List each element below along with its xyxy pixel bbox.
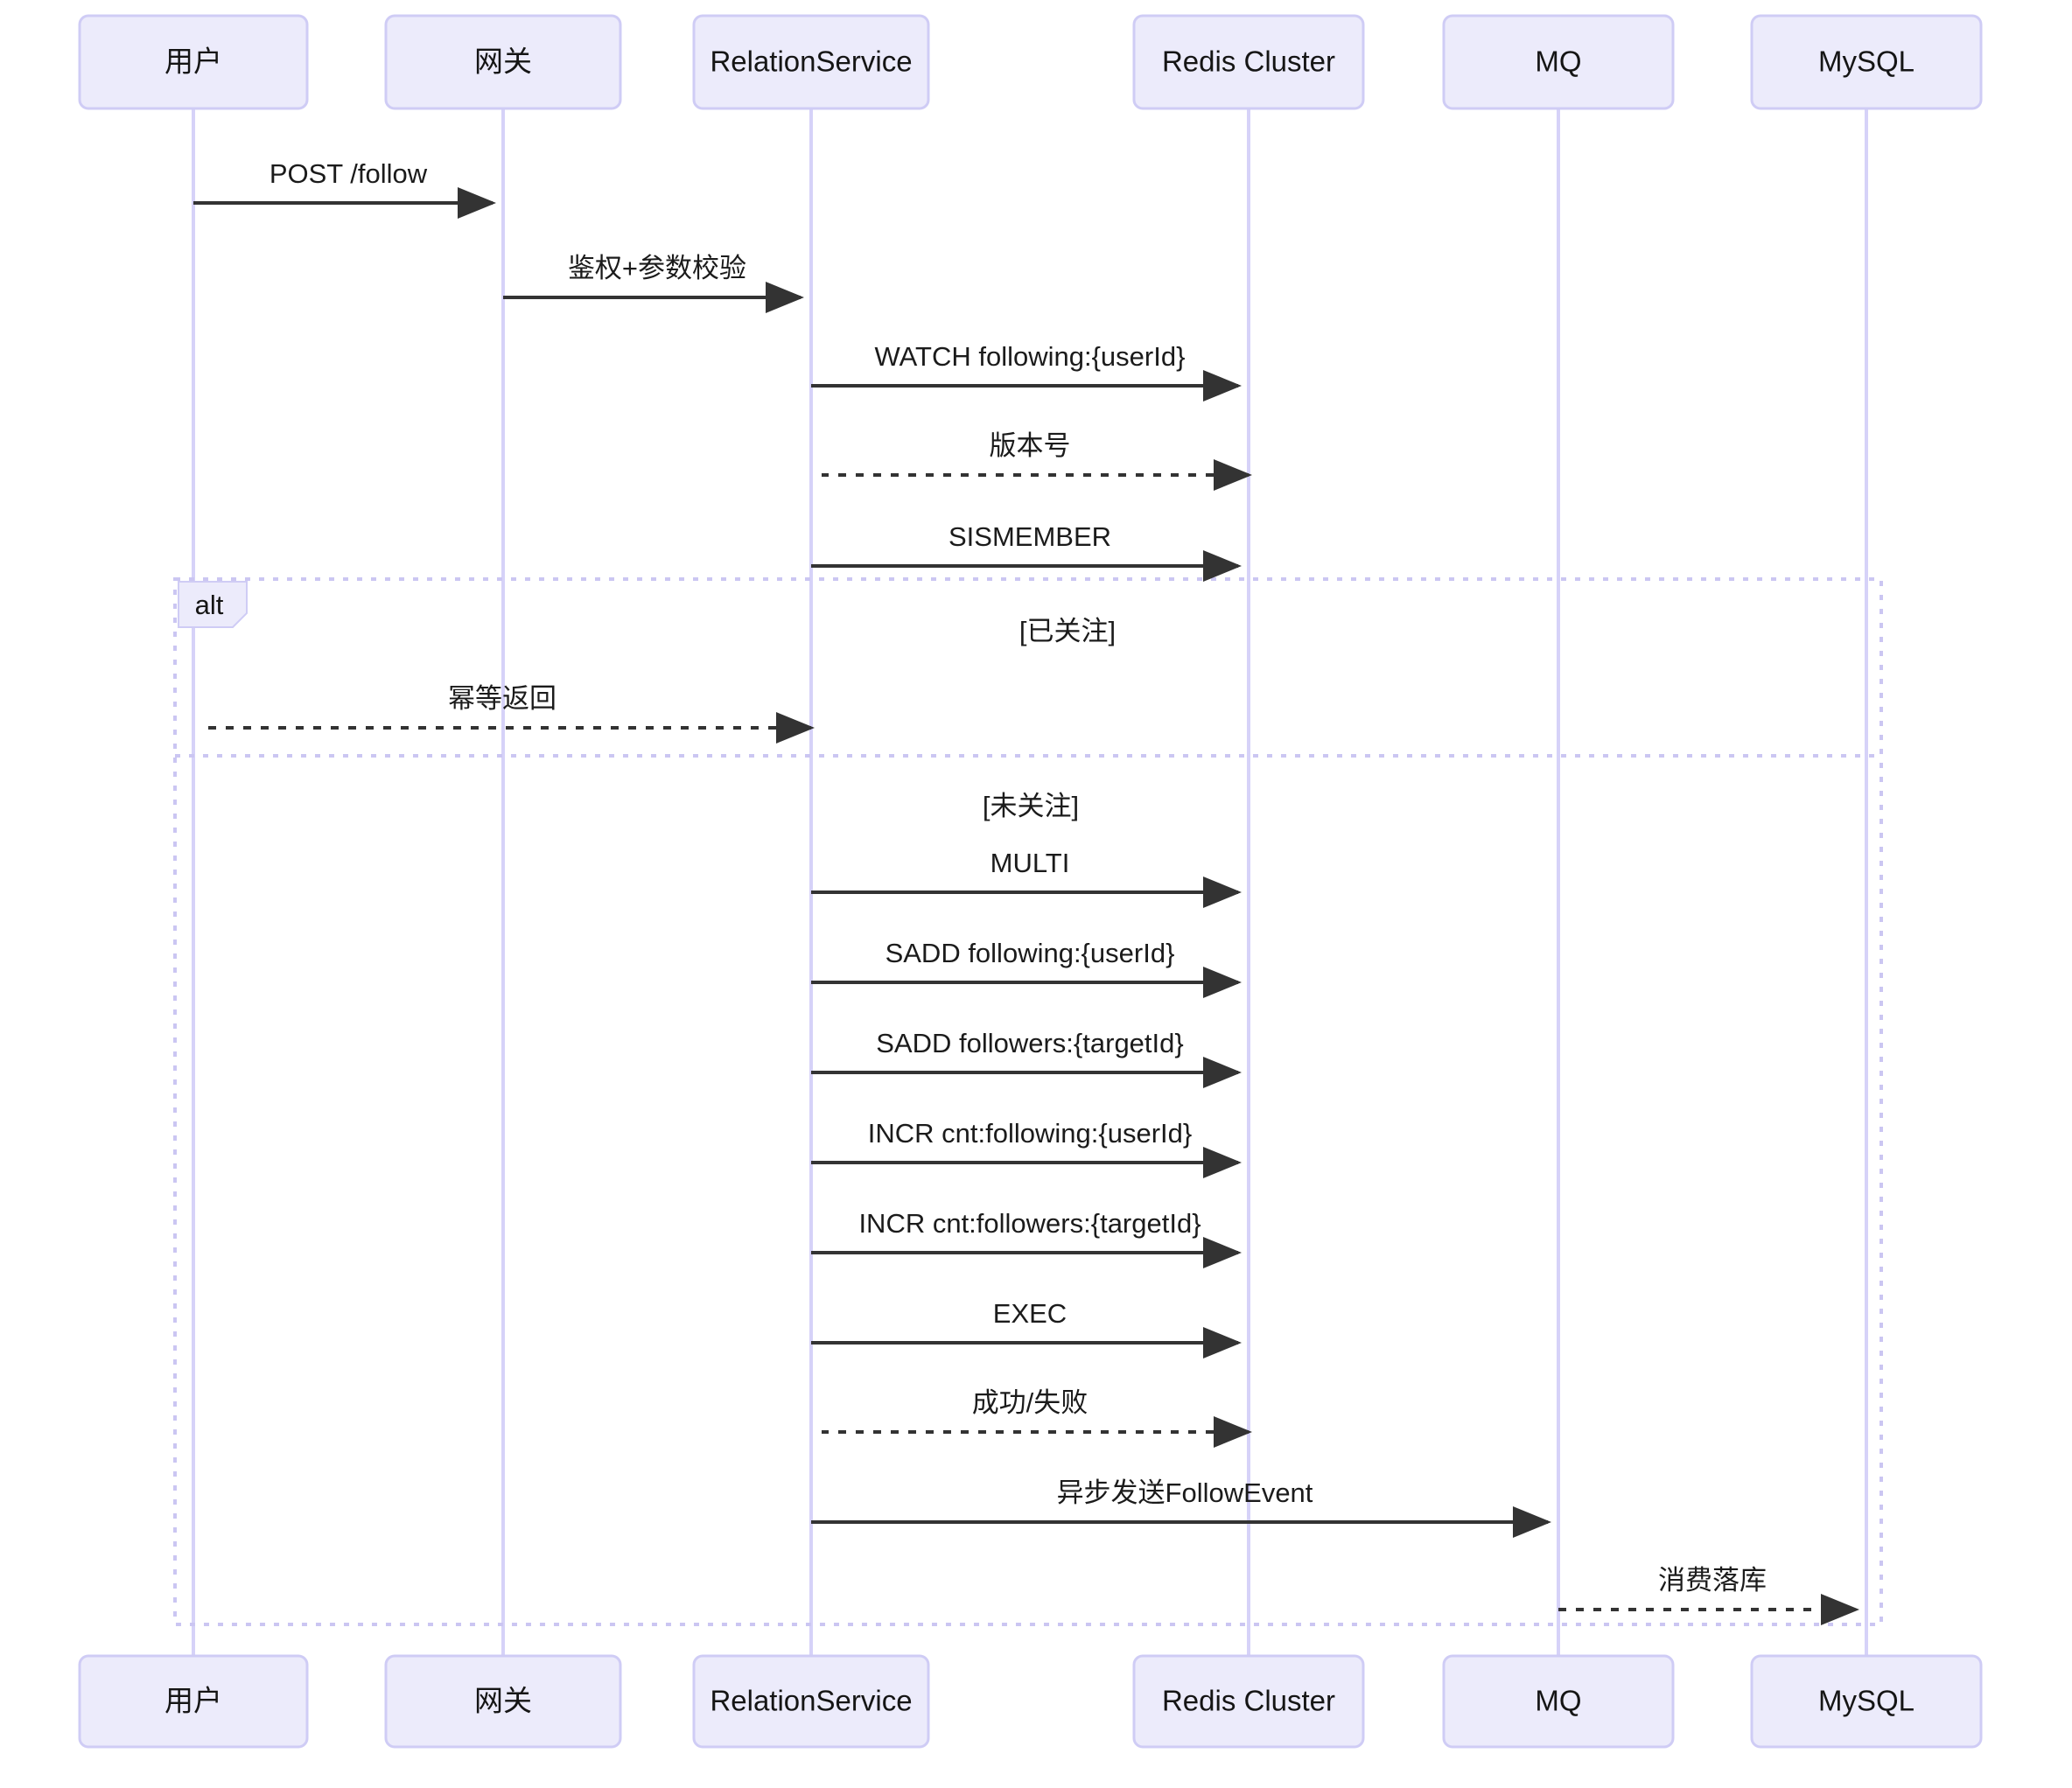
- participant-redis-top[interactable]: Redis Cluster: [1132, 14, 1365, 110]
- message-5: 幂等返回: [204, 683, 815, 744]
- message-label: 成功/失败: [972, 1387, 1088, 1418]
- message-label: POST /follow: [270, 158, 428, 189]
- message-label: 版本号: [990, 430, 1071, 461]
- message-label: 消费落库: [1658, 1565, 1767, 1596]
- alt-block-layer: alt [已关注] [未关注]: [173, 577, 1883, 1626]
- alt-condition-label-1: [未关注]: [983, 791, 1079, 821]
- message-label: SISMEMBER: [948, 521, 1111, 552]
- participants-bottom-layer: 用户 网关 RelationService Redis Cluster MQ MySQL: [78, 1654, 1983, 1749]
- message-label: 幂等返回: [448, 683, 556, 714]
- message-label: 鉴权+参数校验: [568, 253, 746, 283]
- participant-mq-top[interactable]: MQ: [1442, 14, 1675, 110]
- participant-label: 用户: [164, 45, 222, 78]
- message-9: INCR cnt:following:{userId}: [811, 1118, 1242, 1178]
- message-label: SADD followers:{targetId}: [876, 1028, 1184, 1058]
- participant-label: Redis Cluster: [1162, 45, 1335, 78]
- message-label: INCR cnt:following:{userId}: [868, 1118, 1192, 1149]
- participant-label: MQ: [1535, 45, 1581, 78]
- participant-relation-top[interactable]: RelationService: [692, 14, 930, 110]
- participant-label: Redis Cluster: [1162, 1685, 1335, 1717]
- participant-mysql-bottom[interactable]: MySQL: [1750, 1654, 1983, 1749]
- message-7: SADD following:{userId}: [811, 938, 1242, 998]
- participant-label: MySQL: [1818, 45, 1914, 78]
- participant-mq-bottom[interactable]: MQ: [1442, 1654, 1675, 1749]
- participant-label: 用户: [164, 1685, 222, 1717]
- participant-user-bottom[interactable]: 用户: [78, 1654, 309, 1749]
- alt-tag: alt: [178, 581, 248, 628]
- message-0: POST /follow: [193, 158, 496, 219]
- message-label: INCR cnt:followers:{targetId}: [858, 1208, 1200, 1239]
- participant-mysql-top[interactable]: MySQL: [1750, 14, 1983, 110]
- participant-relation-bottom[interactable]: RelationService: [692, 1654, 930, 1749]
- message-label: WATCH following:{userId}: [875, 341, 1186, 372]
- alt-tag-label: alt: [195, 590, 224, 620]
- message-1: 鉴权+参数校验: [503, 253, 804, 313]
- message-8: SADD followers:{targetId}: [811, 1028, 1242, 1088]
- participant-redis-bottom[interactable]: Redis Cluster: [1132, 1654, 1365, 1749]
- lifelines-layer: [192, 108, 1868, 1656]
- participant-label: 网关: [474, 45, 532, 78]
- message-label: 异步发送FollowEvent: [1057, 1477, 1313, 1508]
- message-label: EXEC: [993, 1298, 1067, 1329]
- message-4: SISMEMBER: [811, 521, 1242, 582]
- participant-label: MySQL: [1818, 1685, 1914, 1717]
- message-11: EXEC: [811, 1298, 1242, 1358]
- message-13: 异步发送FollowEvent: [811, 1477, 1551, 1538]
- message-14: 消费落库: [1558, 1565, 1859, 1625]
- message-6: MULTI: [811, 848, 1242, 908]
- alt-block: alt [已关注] [未关注]: [173, 577, 1883, 1626]
- message-label: MULTI: [990, 848, 1070, 878]
- participant-gateway-top[interactable]: 网关: [384, 14, 622, 110]
- message-2: WATCH following:{userId}: [811, 341, 1242, 402]
- participant-label: 网关: [474, 1685, 532, 1717]
- participant-gateway-bottom[interactable]: 网关: [384, 1654, 622, 1749]
- message-10: INCR cnt:followers:{targetId}: [811, 1208, 1242, 1268]
- participant-label: RelationService: [710, 45, 912, 78]
- messages-layer: POST /follow 鉴权+参数校验 WATCH following:{user…: [193, 158, 1859, 1625]
- message-3: 版本号: [822, 430, 1252, 491]
- message-label: SADD following:{userId}: [886, 938, 1175, 968]
- participant-label: MQ: [1535, 1685, 1581, 1717]
- participants-top-layer: 用户 网关 RelationService Redis Cluster MQ MySQL: [78, 14, 1983, 110]
- participant-label: RelationService: [710, 1685, 912, 1717]
- participant-user-top[interactable]: 用户: [78, 14, 309, 110]
- alt-condition-label-0: [已关注]: [1019, 616, 1116, 646]
- message-12: 成功/失败: [822, 1387, 1252, 1448]
